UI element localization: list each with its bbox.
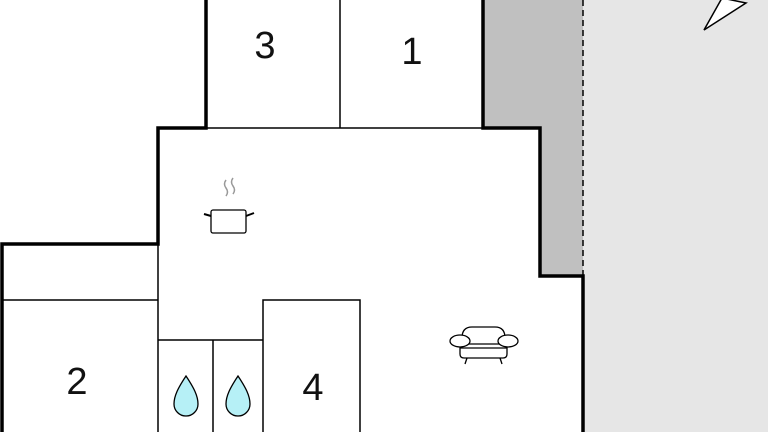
water-drop-icon [225, 374, 251, 417]
exterior-walls [0, 0, 585, 432]
water-drop-icon [173, 374, 199, 417]
room-label-4: 4 [302, 367, 323, 409]
outside-area [583, 0, 768, 432]
armchair-icon [449, 326, 519, 365]
interior-walls [2, 0, 483, 432]
north-arrow-icon [703, 0, 748, 31]
cooking-pot-icon [203, 177, 255, 234]
room-label-1: 1 [401, 31, 422, 73]
terrace-area [483, 0, 583, 276]
room-label-3: 3 [254, 25, 275, 67]
room-label-2: 2 [66, 361, 87, 403]
